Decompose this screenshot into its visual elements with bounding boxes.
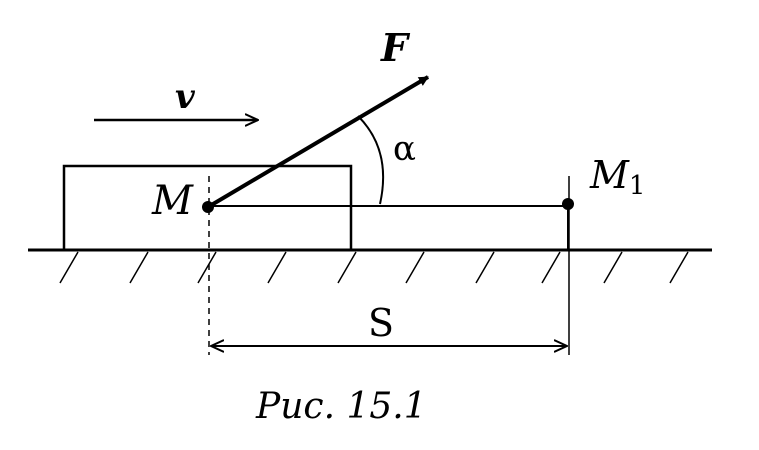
point-m1 (562, 198, 574, 210)
figure-caption: Рис. 15.1 (255, 386, 427, 427)
distance-label: S (368, 301, 394, 345)
block-displaced-outline (208, 205, 569, 250)
point-m1-subscript: 1 (629, 171, 646, 201)
angle-label: α (393, 129, 416, 169)
angle-arc (357, 115, 385, 205)
point-m (202, 201, 214, 213)
velocity-label: v (175, 77, 196, 117)
ground-hatching (59, 251, 689, 284)
point-m1-label: M1 (589, 153, 645, 201)
force-label: F (380, 25, 411, 70)
force-arrow (206, 75, 430, 209)
point-m-label: M (151, 178, 194, 224)
